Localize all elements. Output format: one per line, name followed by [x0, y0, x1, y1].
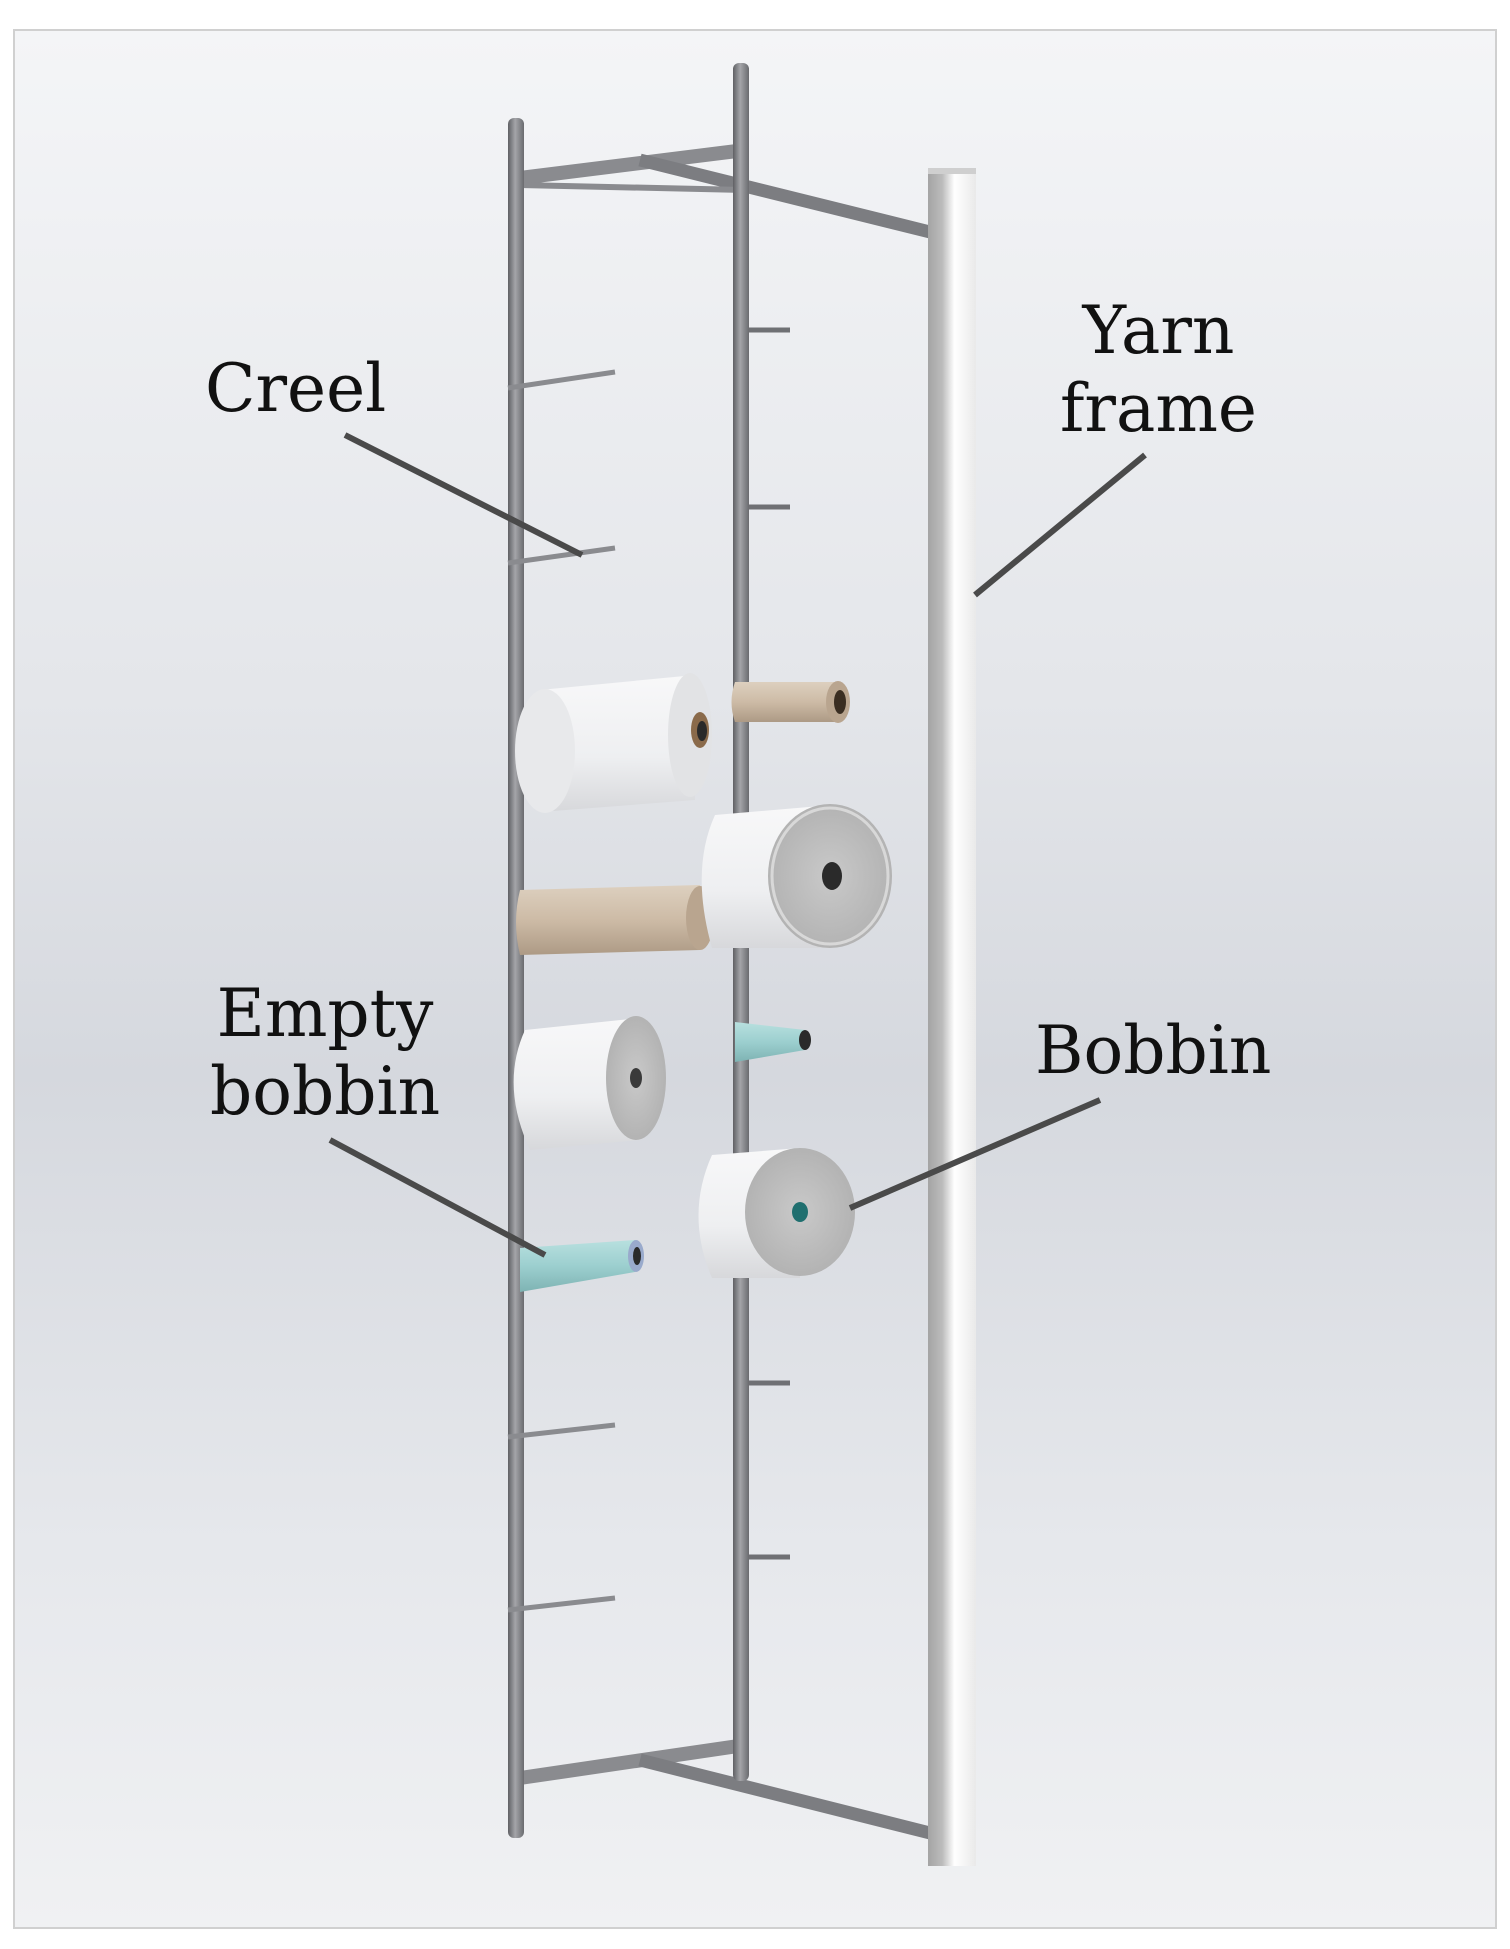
- empty-tube-2: [516, 885, 714, 955]
- empty-cone-2: [520, 1240, 644, 1292]
- yarn-frame-post: [928, 168, 976, 1866]
- creel-post-left: [508, 118, 524, 1838]
- label-empty-bobbin-line-1: Empty: [216, 975, 434, 1052]
- leader-line-yarn-frame: [973, 452, 1147, 598]
- bobbin-full-3: [513, 1016, 666, 1150]
- label-bobbin: Bobbin: [1035, 1012, 1271, 1090]
- label-yarn-frame-line-2: frame: [1060, 370, 1257, 447]
- leader-line-empty-bobbin: [328, 1137, 547, 1258]
- leader-lines: [328, 432, 1147, 1258]
- bobbin-full-4: [698, 1148, 855, 1278]
- empty-tube-1: [731, 681, 850, 723]
- leader-line-creel: [343, 432, 584, 558]
- bobbin-full-1: [515, 673, 712, 813]
- empty-cone-1: [735, 1022, 811, 1062]
- background-panel: [13, 29, 1497, 1929]
- label-empty-bobbin-line-2: bobbin: [210, 1053, 441, 1130]
- leader-line-bobbin: [848, 1097, 1102, 1211]
- label-bobbin-text: Bobbin: [1035, 1012, 1272, 1089]
- label-creel: Creel: [205, 350, 386, 428]
- label-empty-bobbin: Empty bobbin: [210, 975, 440, 1131]
- label-creel-text: Creel: [205, 350, 387, 427]
- bobbin-full-2: [701, 804, 892, 948]
- label-yarn-frame: Yarn frame: [1060, 292, 1257, 448]
- label-yarn-frame-line-1: Yarn: [1082, 292, 1235, 369]
